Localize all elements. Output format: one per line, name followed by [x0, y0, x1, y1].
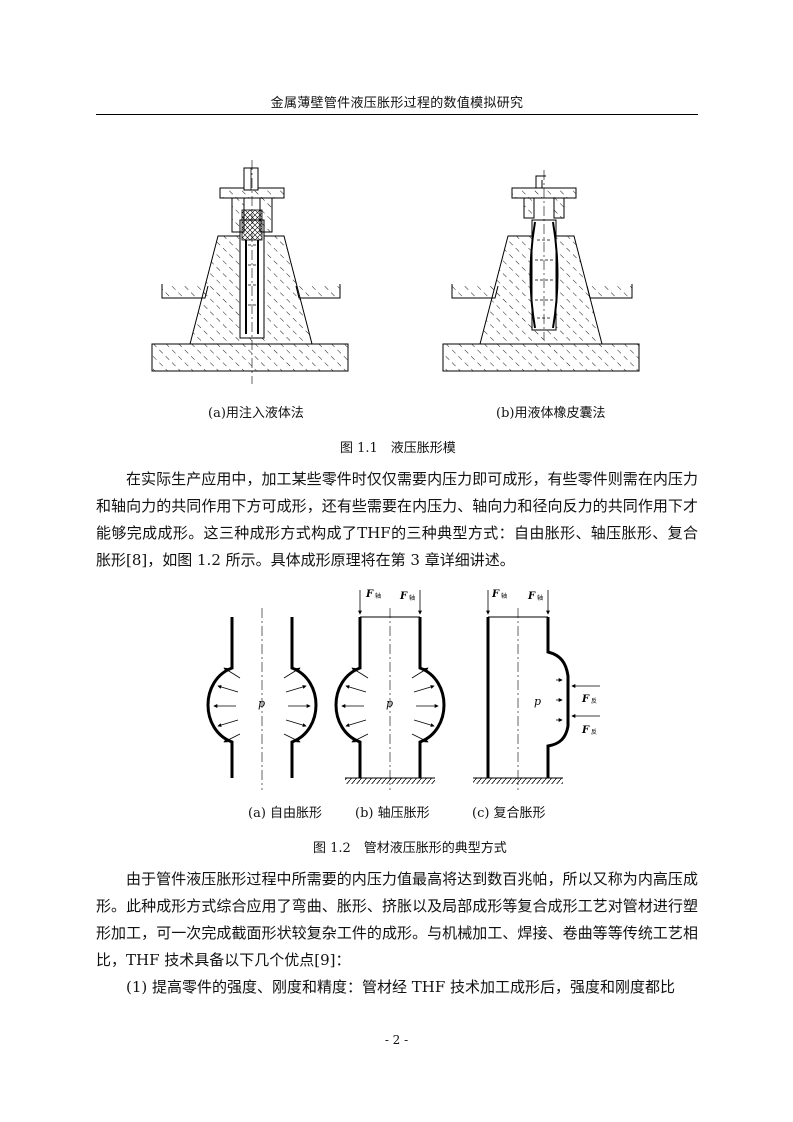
die-b-bulged-tube — [529, 221, 559, 329]
label-p-b: p — [386, 697, 393, 710]
figure-1-2-caption: 图 1.2 管材液压胀形的典型方式 — [313, 841, 507, 856]
label-f-axial-c2: F — [527, 591, 536, 602]
figure-1-1-sub-b: (b)用液体橡皮囊法 — [496, 406, 606, 421]
running-header: 金属薄壁管件液压胀形过程的数值模拟研究 — [270, 96, 524, 111]
die-b — [442, 170, 640, 372]
figure-1-2-sub-c: (c) 复合胀形 — [472, 806, 546, 821]
label-p-a: p — [258, 697, 265, 710]
page-number: - 2 - — [384, 1033, 409, 1047]
die-b-inlet — [535, 175, 546, 188]
label-axial-sub-b1: 轴 — [375, 592, 381, 600]
paragraph-1: 在实际生产应用中，加工某些零件时仅仅需要内压力即可成形，有些零件则需在内压力和轴… — [96, 466, 698, 574]
die-a — [151, 160, 349, 384]
die-b-left-flange — [451, 284, 499, 299]
tube-compound-bulging — [473, 590, 600, 790]
label-f-axial-b2: F — [399, 591, 408, 602]
label-f-reaction-2: F — [581, 725, 590, 736]
die-a-right-flange — [295, 284, 341, 299]
figure-1-1-sub-a: (a)用注入液体法 — [208, 406, 304, 421]
die-b-right-flange — [586, 284, 633, 299]
paragraph-1-text: 在实际生产应用中，加工某些零件时仅仅需要内压力即可成形，有些零件则需在内压力和轴… — [96, 470, 698, 569]
tube-free-bulging — [206, 608, 318, 790]
label-reaction-sub-2: 反 — [591, 728, 597, 736]
tube-axial-bulging — [334, 590, 446, 790]
label-axial-sub-b2: 轴 — [409, 594, 415, 602]
figure-1-1-caption: 图 1.1 液压胀形模 — [340, 441, 456, 456]
label-f-axial-b1: F — [365, 589, 374, 600]
label-axial-sub-c2: 轴 — [537, 594, 543, 602]
paragraph-2-text: 由于管件液压胀形过程中所需要的内压力值最高将达到数百兆帕，所以又称为内高压成形。… — [96, 870, 698, 969]
label-axial-sub-c1: 轴 — [501, 592, 507, 600]
figure-1-2-sub-b: (b) 轴压胀形 — [355, 806, 430, 821]
die-a-left-flange — [161, 284, 209, 299]
label-p-c: p — [534, 695, 541, 708]
paragraph-2: 由于管件液压胀形过程中所需要的内压力值最高将达到数百兆帕，所以又称为内高压成形。… — [96, 866, 698, 1001]
die-a-tube — [245, 240, 259, 334]
label-f-reaction-1: F — [581, 694, 590, 705]
figure-1-2-drawing: p p p F 轴 F 轴 F 轴 F 轴 F 反 F 反 — [206, 589, 600, 790]
figure-1-1-drawing — [151, 160, 640, 384]
header-rule — [96, 114, 698, 115]
label-f-axial-c1: F — [491, 589, 500, 600]
die-a-base — [151, 343, 349, 372]
figure-1-2-sub-a: (a) 自由胀形 — [248, 806, 323, 821]
label-reaction-sub-1: 反 — [591, 697, 597, 705]
paragraph-3-text: (1) 提高零件的强度、刚度和精度：管材经 THF 技术加工成形后，强度和刚度都… — [126, 978, 676, 996]
die-b-base — [442, 343, 640, 372]
